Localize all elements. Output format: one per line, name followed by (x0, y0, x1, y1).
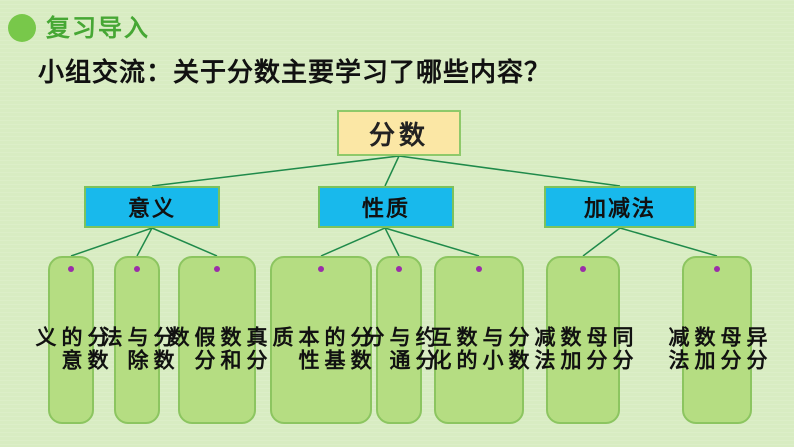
connector-root-jiajianfa (398, 155, 621, 187)
leaf-text: 分数 的意 义 (33, 326, 109, 372)
bullet-dot-icon (580, 266, 586, 272)
connector-yiyi-leaf1 (70, 227, 153, 257)
connector-jiajianfa-leaf1 (582, 227, 621, 257)
leaf-node: 异分 母分 数加 减法 (666, 256, 768, 424)
category-node-jiajianfa: 加减法 (544, 186, 696, 228)
connector-yiyi-leaf2 (136, 227, 153, 257)
connector-xingzhi-leaf3 (384, 227, 480, 257)
bullet-dot-icon (134, 266, 140, 272)
section-title: 复习导入 (46, 14, 150, 42)
bullet-dot-icon (476, 266, 482, 272)
leaf-text: 约分 与通 分 (361, 326, 437, 372)
connector-yiyi-leaf3 (151, 227, 218, 257)
bullet-dot-icon (214, 266, 220, 272)
leaf-text: 同分 母分 数加 减法 (532, 326, 634, 372)
leaf-node: 同分 母分 数加 减法 (532, 256, 634, 424)
discussion-prompt: 小组交流：关于分数主要学习了哪些内容？ (38, 58, 552, 88)
category-node-xingzhi: 性质 (318, 186, 454, 228)
bullet-dot-icon (396, 266, 402, 272)
leaf-text: 分数 的基 本性 质 (270, 326, 372, 372)
leaf-text: 异分 母分 数加 减法 (666, 326, 768, 372)
leaf-text: 分数 与除 法 (99, 326, 175, 372)
connector-root-xingzhi (384, 155, 400, 187)
leaf-text: 真分 数和 假分 数 (166, 326, 268, 372)
category-node-yiyi: 意义 (84, 186, 220, 228)
connector-root-yiyi (151, 155, 400, 187)
bullet-circle-icon (8, 14, 36, 42)
bullet-dot-icon (318, 266, 324, 272)
leaf-text: 分数 与小 数的 互化 (428, 326, 530, 372)
bullet-dot-icon (714, 266, 720, 272)
bullet-dot-icon (68, 266, 74, 272)
connector-jiajianfa-leaf2 (619, 227, 718, 257)
leaf-node: 分数 与小 数的 互化 (428, 256, 530, 424)
root-node: 分数 (337, 110, 461, 156)
leaf-node: 分数 的意 义 (33, 256, 109, 424)
leaf-node: 分数 的基 本性 质 (270, 256, 372, 424)
connector-xingzhi-leaf2 (384, 227, 400, 257)
leaf-node: 约分 与通 分 (361, 256, 437, 424)
connector-xingzhi-leaf1 (320, 227, 386, 257)
leaf-node: 分数 与除 法 (99, 256, 175, 424)
leaf-node: 真分 数和 假分 数 (166, 256, 268, 424)
